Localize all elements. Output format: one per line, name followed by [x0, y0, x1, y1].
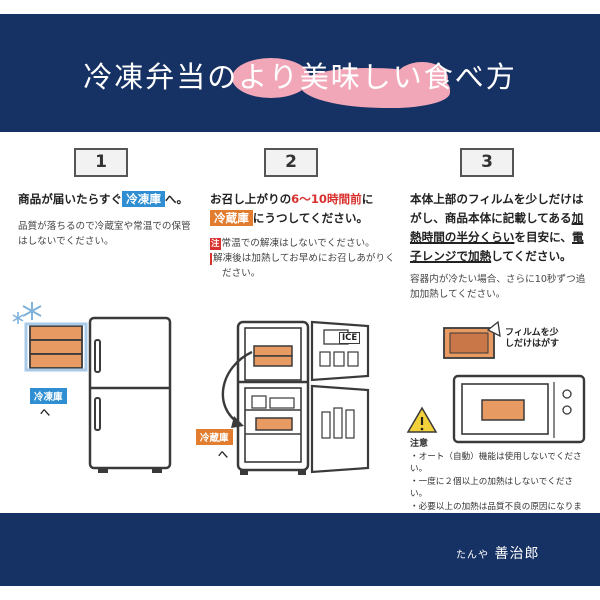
step-2-lead-post: にうつしてください。 [252, 211, 369, 225]
step-3-lead-mid: を目安に、 [514, 230, 572, 244]
dial-icon [562, 405, 572, 415]
warning-icon [406, 406, 438, 433]
arrow-icon [221, 350, 253, 426]
logo-main-text: 善治郎 [494, 546, 540, 562]
step-3-lead-post: してください。 [491, 249, 572, 263]
step-2-note-2: 注解凍後は加熱してお早めにお召しあがりください。 [199, 251, 398, 281]
step-number-1: 1 [74, 148, 128, 177]
logo-small-text: たんや [456, 550, 489, 561]
step-number-2: 2 [264, 148, 318, 177]
step-3-microwave: 電子レンジで加熱 [410, 230, 584, 263]
pink-blob-3 [396, 62, 448, 94]
freezer-label: 冷凍庫 [30, 388, 67, 404]
brand-logo: たんや 善治郎 [456, 543, 539, 563]
step-1-lead: 商品が届いたらすぐ冷凍庫へ。 [18, 190, 196, 209]
fridge-label-suffix: へ [218, 450, 228, 461]
step-2-note-1: 注常温での解凍はしないでください。 [210, 236, 398, 251]
footer-banner [0, 513, 600, 586]
step-2-lead: お召し上がりの6～10時間前に 冷蔵庫にうつしてください。 [210, 190, 398, 228]
fridge-label: 冷蔵庫 [196, 429, 233, 445]
step-1-text: 商品が届いたらすぐ冷凍庫へ。 品質が落ちるので冷蔵室や常温での保管はしないでくだ… [18, 190, 196, 249]
freezer-tag: 冷凍庫 [122, 191, 165, 207]
step-2-note-2-text: 解凍後は加熱してお早めにお召しあがりください。 [213, 253, 395, 279]
bento-tray-icon [481, 399, 525, 421]
step-2-note-1-text: 常温での解凍はしないでください。 [221, 238, 375, 249]
freezer-label-suffix: へ [40, 408, 50, 419]
film-label: フィルムを少しだけはがす [505, 328, 560, 349]
step-3-text: 本体上部のフィルムを少しだけはがし、商品本体に記載してある加熱時間の半分くらいを… [410, 190, 590, 302]
snowflake-icon [22, 302, 42, 320]
step-2-lead-pre: お召し上がりの [210, 192, 292, 206]
caution-title: 注意 [410, 439, 429, 449]
ice-label: ICE [339, 332, 361, 344]
caution-mark-1: 注 [210, 238, 221, 250]
step-1-lead-post: へ。 [164, 192, 189, 206]
step-2-text: お召し上がりの6～10時間前に 冷蔵庫にうつしてください。 注常温での解凍はしな… [199, 190, 398, 281]
bento-tray-icon [24, 322, 88, 372]
step-2-lead-mid: に [361, 192, 374, 206]
caution-item: ・一度に２個以上の加熱はしないでください。 [410, 476, 574, 500]
bento-tray-icon [443, 320, 501, 359]
step-3-note: 容器内が冷たい場合、さらに10秒ずつ追加加熱してください。 [410, 274, 586, 300]
fridge-tag: 冷蔵庫 [210, 210, 253, 226]
step-3-lead: 本体上部のフィルムを少しだけはがし、商品本体に記載してある加熱時間の半分くらいを… [410, 190, 590, 266]
step-2-time: 6～10時間前 [291, 192, 362, 206]
title-area: 冷凍弁当のより美味しい食べ方 [0, 14, 600, 132]
microwave-illustration [406, 320, 586, 444]
snowflake-icon [12, 312, 24, 324]
step-1-lead-pre: 商品が届いたらすぐ [18, 192, 123, 206]
film-peel-icon [486, 320, 501, 338]
header-banner: 冷凍弁当のより美味しい食べ方 [0, 14, 600, 132]
step-number-3: 3 [460, 148, 514, 177]
caution-mark-2: 注 [199, 253, 212, 265]
step-3-heat-half: 加熱時間の半分くらい [410, 211, 584, 244]
jar-icon [319, 351, 359, 367]
page-title: 冷凍弁当のより美味しい食べ方 [83, 60, 517, 94]
bento-tray-icon [253, 345, 293, 367]
bento-tray-icon [255, 417, 293, 431]
step-3-lead-pre: 本体上部のフィルムを少しだけはがし、商品本体に記載してある [410, 192, 584, 225]
freezer-illustration [12, 302, 172, 473]
caution-item: ・オート（自動）機能は使用しないでください。 [410, 451, 582, 475]
fridge-illustration [221, 320, 370, 475]
dial-icon [562, 389, 572, 399]
step-1-note: 品質が落ちるので冷蔵室や常温での保管はしないでください。 [18, 221, 191, 247]
bottle-icon [321, 407, 355, 439]
pink-blob-1 [232, 58, 310, 98]
